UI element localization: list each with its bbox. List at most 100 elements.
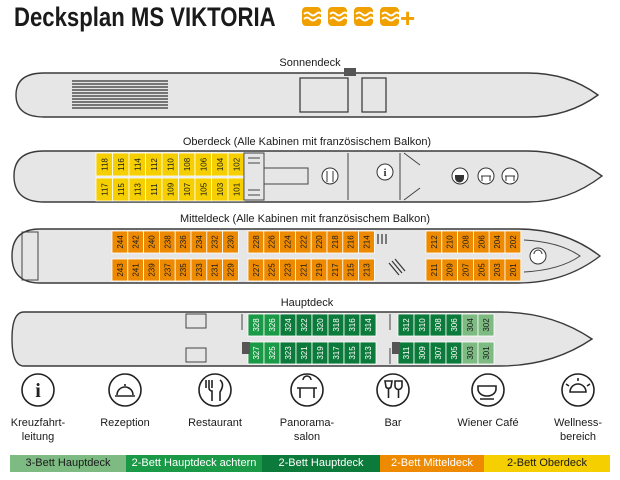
cabin-228[interactable]: 228 [247,230,265,254]
cabin-239[interactable]: 239 [143,258,160,282]
cabin-210[interactable]: 210 [441,230,458,254]
cabin-number: 315 [348,346,357,360]
cabin-107[interactable]: 107 [178,177,196,202]
cabin-111[interactable]: 111 [145,177,163,202]
cabin-108[interactable]: 108 [178,152,196,177]
cabin-217[interactable]: 217 [326,258,344,282]
info-icon: i [21,373,55,407]
cabin-205[interactable]: 205 [472,258,490,282]
cabin-318[interactable]: 318 [327,313,345,337]
cabin-304[interactable]: 304 [461,313,479,337]
cabin-236[interactable]: 236 [174,230,192,254]
cabin-308[interactable]: 308 [429,313,447,337]
cabin-201[interactable]: 201 [504,258,522,282]
cabin-227[interactable]: 227 [247,258,265,282]
cabin-328[interactable]: 328 [247,313,265,337]
cabin-235[interactable]: 235 [174,258,192,282]
cabin-244[interactable]: 244 [111,230,129,254]
hauptdeck-interior [185,313,391,364]
cabin-301[interactable]: 301 [477,341,495,365]
cabin-241[interactable]: 241 [127,258,145,282]
cabin-310[interactable]: 310 [413,313,431,337]
cabin-115[interactable]: 115 [112,177,130,202]
cabin-219[interactable]: 219 [310,258,328,282]
cabin-218[interactable]: 218 [326,230,344,254]
cabin-232[interactable]: 232 [206,230,224,254]
cabin-225[interactable]: 225 [263,258,280,282]
cabin-number: 324 [284,318,293,332]
cabin-322[interactable]: 322 [295,313,313,337]
cabin-222[interactable]: 222 [294,230,312,254]
cabin-112[interactable]: 112 [145,152,163,177]
cabin-113[interactable]: 113 [128,177,146,202]
cabin-110[interactable]: 110 [161,152,179,177]
cabin-305[interactable]: 305 [445,341,463,365]
cabin-325[interactable]: 325 [263,341,281,365]
cabin-226[interactable]: 226 [263,230,280,254]
cabin-214[interactable]: 214 [358,230,375,254]
cabin-109[interactable]: 109 [161,177,179,202]
cabin-327[interactable]: 327 [247,341,265,365]
cabin-209[interactable]: 209 [441,258,458,282]
cabin-103[interactable]: 103 [211,177,229,202]
cabin-114[interactable]: 114 [128,152,146,177]
cabin-104[interactable]: 104 [211,152,229,177]
cabin-314[interactable]: 314 [359,313,377,337]
cabin-320[interactable]: 320 [311,313,329,337]
cabin-223[interactable]: 223 [279,258,296,282]
cabin-208[interactable]: 208 [457,230,474,254]
cabin-207[interactable]: 207 [457,258,474,282]
cabin-317[interactable]: 317 [327,341,345,365]
cabin-313[interactable]: 313 [359,341,377,365]
cabin-312[interactable]: 312 [397,313,415,337]
cabin-117[interactable]: 117 [95,177,113,202]
cabin-220[interactable]: 220 [310,230,328,254]
cabin-231[interactable]: 231 [206,258,224,282]
cabin-243[interactable]: 243 [111,258,129,282]
cabin-118[interactable]: 118 [95,152,113,177]
cabin-number: 206 [477,235,486,249]
cabin-238[interactable]: 238 [158,230,176,254]
cabin-323[interactable]: 323 [279,341,297,365]
cabin-206[interactable]: 206 [472,230,490,254]
cabin-211[interactable]: 211 [425,258,443,282]
cabin-213[interactable]: 213 [358,258,375,282]
cabin-234[interactable]: 234 [190,230,208,254]
cabin-306[interactable]: 306 [445,313,463,337]
cabin-221[interactable]: 221 [294,258,312,282]
cabin-106[interactable]: 106 [194,152,212,177]
cabin-204[interactable]: 204 [488,230,506,254]
cabin-number: 108 [183,157,192,171]
cabin-324[interactable]: 324 [279,313,297,337]
cabin-240[interactable]: 240 [143,230,160,254]
cabin-216[interactable]: 216 [342,230,359,254]
cabin-237[interactable]: 237 [158,258,176,282]
cabin-302[interactable]: 302 [477,313,495,337]
cabin-215[interactable]: 215 [342,258,359,282]
cabin-number: 201 [509,263,518,277]
cabin-242[interactable]: 242 [127,230,145,254]
cabin-116[interactable]: 116 [112,152,130,177]
cabin-105[interactable]: 105 [194,177,212,202]
cabin-102[interactable]: 102 [227,152,245,177]
cabin-316[interactable]: 316 [343,313,361,337]
cabin-309[interactable]: 309 [413,341,431,365]
sun-loungers-area [72,80,168,109]
cabin-233[interactable]: 233 [190,258,208,282]
cabin-212[interactable]: 212 [425,230,443,254]
cabin-202[interactable]: 202 [504,230,522,254]
cabin-326[interactable]: 326 [263,313,281,337]
cabin-321[interactable]: 321 [295,341,313,365]
cabin-230[interactable]: 230 [222,230,239,254]
cabin-307[interactable]: 307 [429,341,447,365]
cabin-number: 202 [509,235,518,249]
cabin-101[interactable]: 101 [227,177,245,202]
cabin-311[interactable]: 311 [397,341,415,365]
cabin-224[interactable]: 224 [279,230,296,254]
cabin-319[interactable]: 319 [311,341,329,365]
cabin-229[interactable]: 229 [222,258,239,282]
legend-label-reception-bell: Rezeption [100,417,150,429]
cabin-203[interactable]: 203 [488,258,506,282]
cabin-303[interactable]: 303 [461,341,479,365]
cabin-315[interactable]: 315 [343,341,361,365]
